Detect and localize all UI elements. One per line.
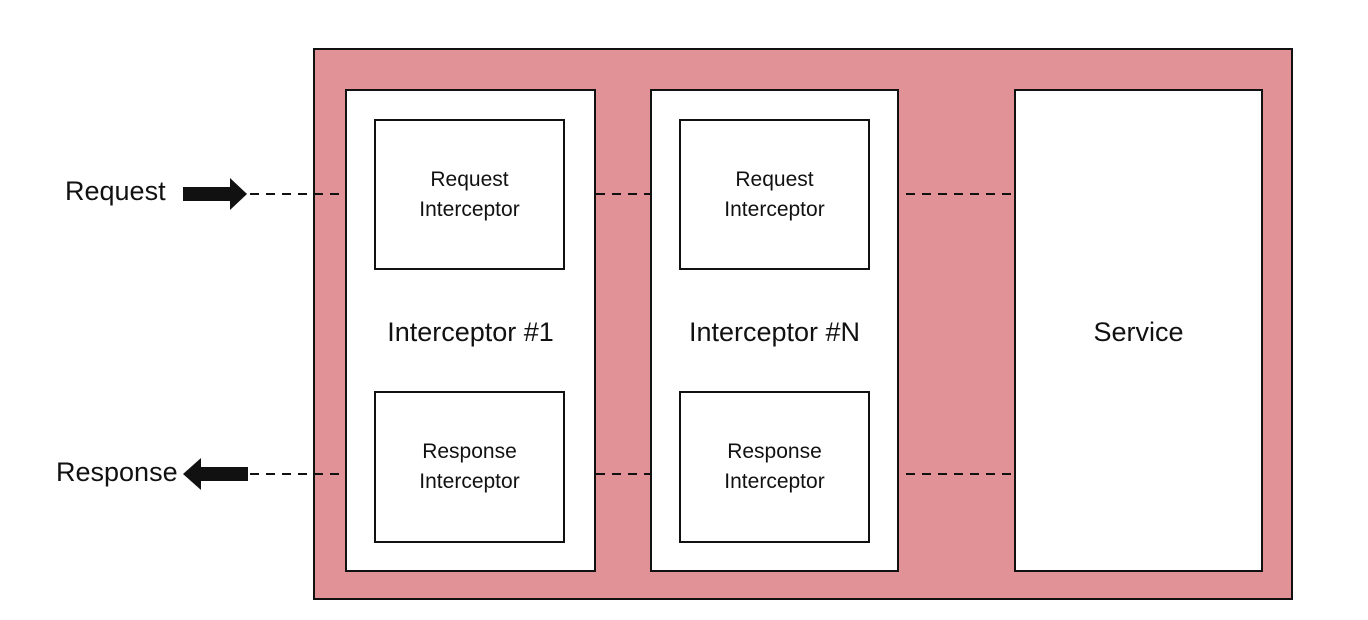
response-interceptor-box-1: Response Interceptor [374,391,565,543]
request-interceptor-box-n: Request Interceptor [679,119,870,270]
request-interceptor-label: Request Interceptor [419,167,520,221]
request-label: Request [65,176,166,206]
response-interceptor-label: Response Interceptor [419,440,520,493]
response-interceptor-box-n: Response Interceptor [679,391,870,543]
arrow-left-icon [183,458,248,490]
service-title: Service [1093,317,1184,347]
interceptor-title: Interceptor #N [688,317,861,347]
arrow-right-icon [183,178,247,210]
response-interceptor-label: Response Interceptor [724,440,825,493]
interceptor-title: Interceptor #1 [387,317,554,347]
service-panel: Service [1014,89,1263,572]
response-label: Response [56,457,178,487]
request-interceptor-box-1: Request Interceptor [374,119,565,270]
request-interceptor-label: Request Interceptor [724,167,825,221]
